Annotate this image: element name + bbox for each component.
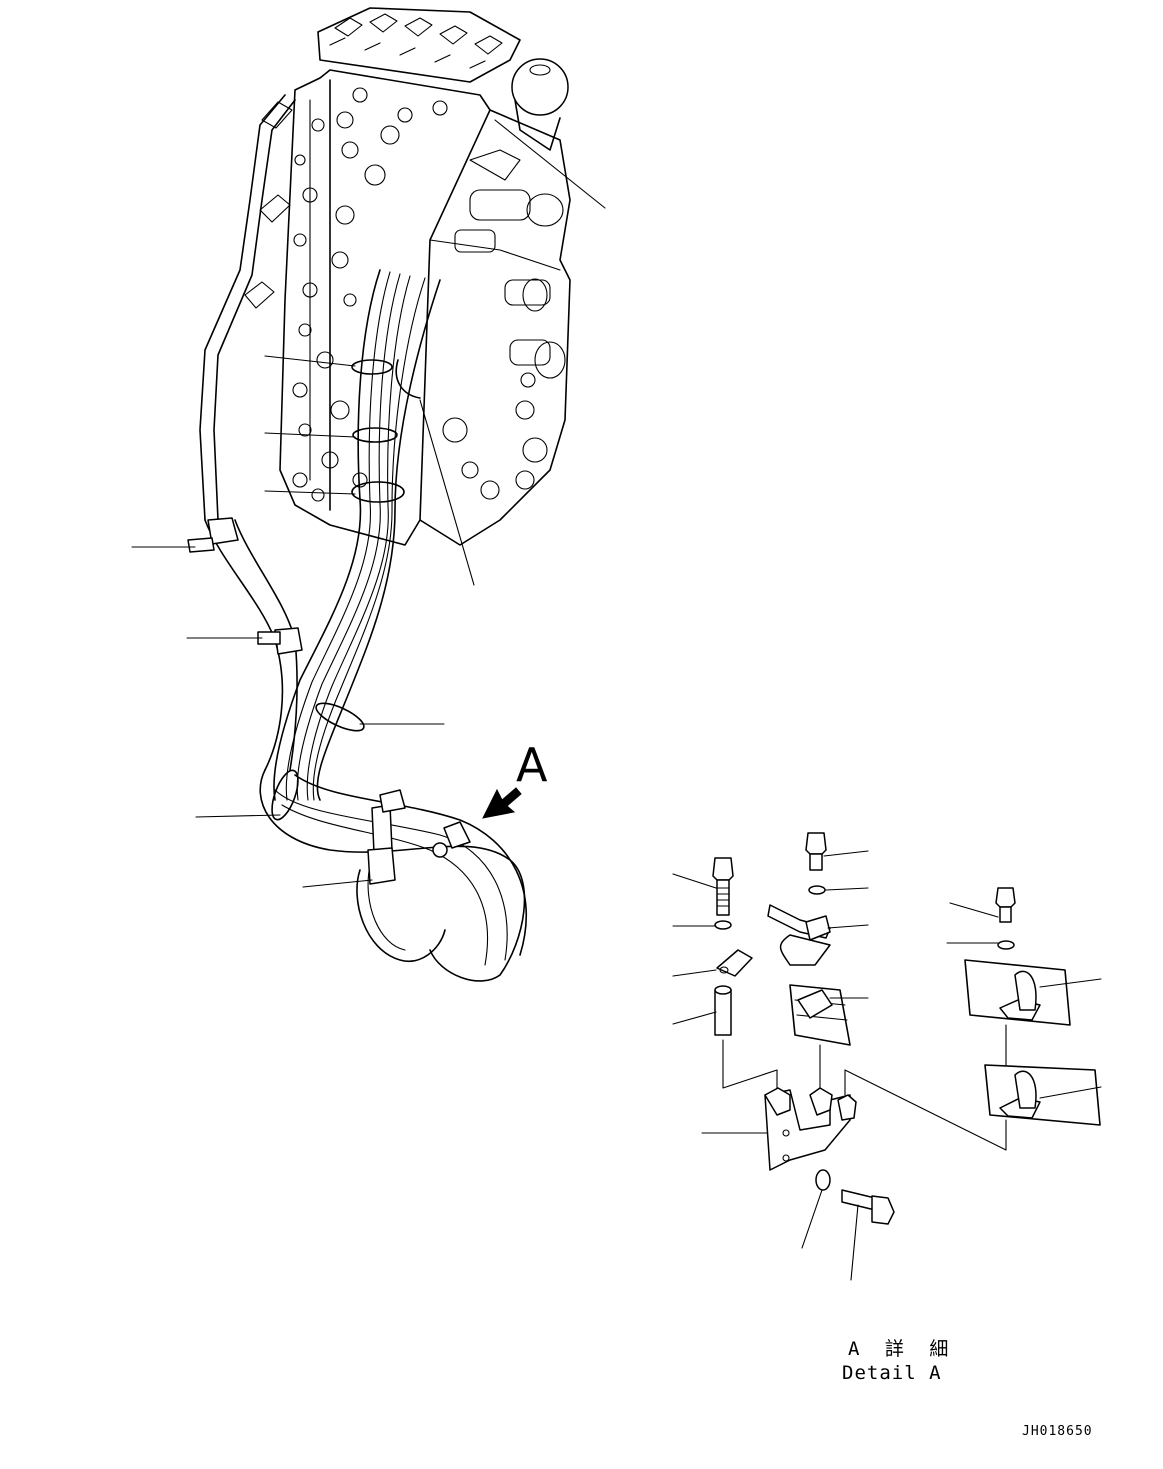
detail-a-exploded-view [672,832,1102,1281]
control-valve-block [199,7,571,546]
detail-title-english: Detail A [842,1362,942,1384]
detail-title-japanese: A 詳 細 [848,1338,956,1360]
drawing-number: JH018650 [1022,1424,1093,1439]
leader-lines-main [131,119,606,888]
hose-bundle [187,269,528,982]
view-a-arrow [482,787,522,819]
view-marker-label: A [516,738,548,792]
